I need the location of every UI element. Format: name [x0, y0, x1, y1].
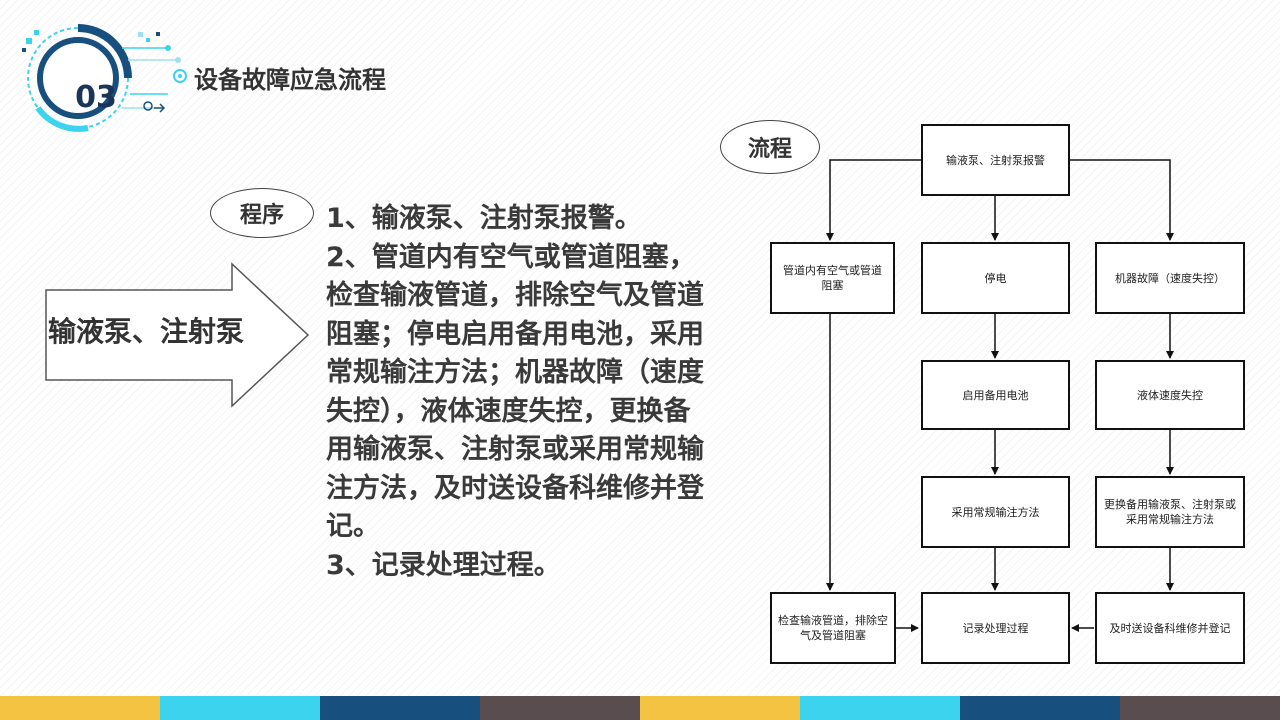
bar-segment [320, 696, 480, 720]
procedure-label: 程序 [210, 188, 314, 238]
flow-box-power-off: 停电 [921, 242, 1070, 314]
flow-box-replace-pump: 更换备用输液泵、注射泵或采用常规输注方法 [1095, 476, 1245, 548]
step-1: 1、输液泵、注射泵报警。 [326, 203, 642, 234]
flow-box-send-repair: 及时送设备科维修并登记 [1095, 592, 1245, 664]
page-title: 设备故障应急流程 [194, 66, 386, 94]
flow-box-air-block: 管道内有空气或管道阻塞 [770, 242, 895, 314]
flow-label: 流程 [720, 120, 820, 174]
flow-box-speed-lost: 液体速度失控 [1095, 360, 1245, 430]
bar-segment [640, 696, 800, 720]
step-2: 2、管道内有空气或管道阻塞，检查输液管道，排除空气及管道阻塞；停电启用备用电池，… [326, 241, 704, 543]
section-badge: 03 [18, 18, 198, 138]
bar-segment [800, 696, 960, 720]
bar-segment [480, 696, 640, 720]
flow-box-machine-fault: 机器故障（速度失控） [1095, 242, 1245, 314]
procedure-steps: 1、输液泵、注射泵报警。 2、管道内有空气或管道阻塞，检查输液管道，排除空气及管… [326, 200, 710, 585]
bar-segment [160, 696, 320, 720]
flow-box-record: 记录处理过程 [921, 592, 1070, 664]
arrow-label: 输液泵、注射泵 [48, 315, 245, 348]
flow-box-regular-infusion: 采用常规输注方法 [921, 476, 1070, 548]
flow-box-backup-battery: 启用备用电池 [921, 360, 1070, 430]
circuit-decoration-icon [22, 24, 187, 132]
bottom-color-bar [0, 696, 1280, 720]
bar-segment [960, 696, 1120, 720]
section-number: 03 [75, 80, 117, 115]
bar-segment [0, 696, 160, 720]
step-3: 3、记录处理过程。 [326, 549, 561, 581]
flow-box-alarm: 输液泵、注射泵报警 [921, 124, 1070, 196]
bar-segment [1120, 696, 1280, 720]
block-arrow-shape [45, 262, 310, 408]
flow-box-check-tube: 检查输液管道，排除空气及管道阻塞 [770, 592, 896, 664]
